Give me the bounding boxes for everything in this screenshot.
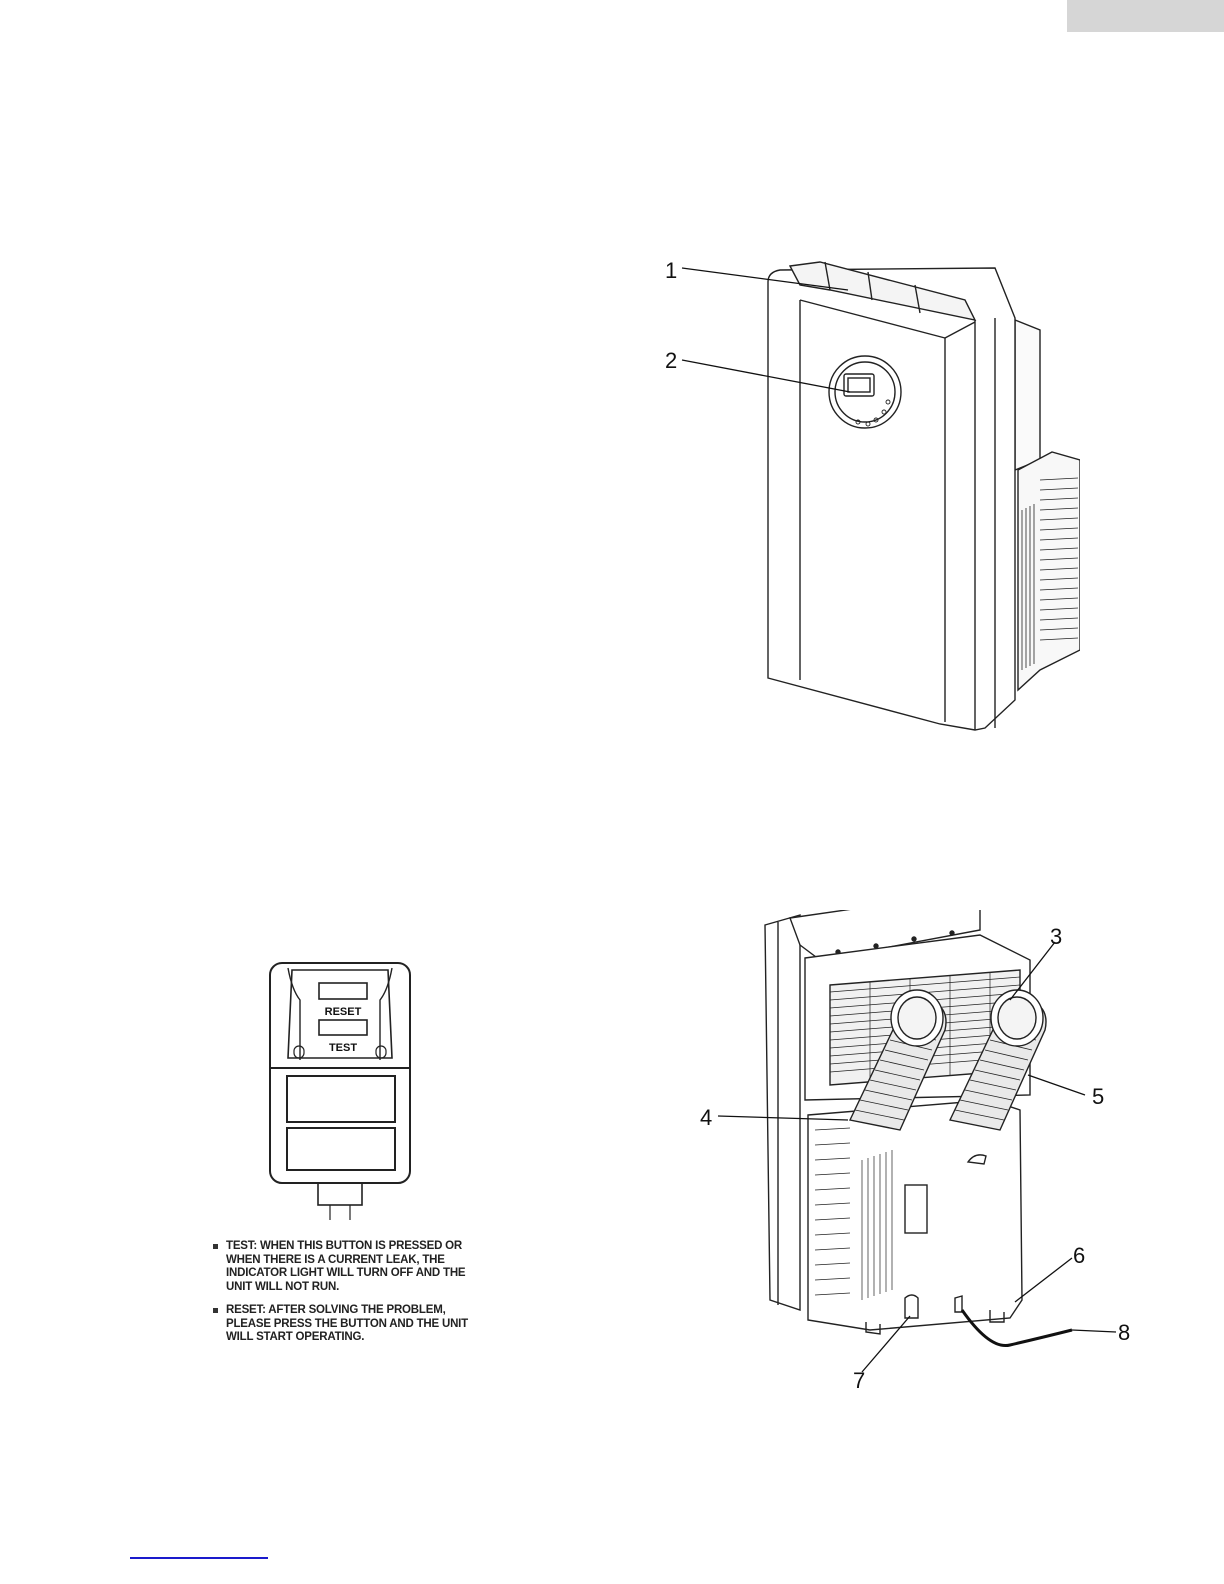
- callout-1: 1: [665, 258, 677, 283]
- bullet: [213, 1244, 218, 1249]
- rear-view-illustration: 3 4 5 6 7 8: [690, 910, 1160, 1400]
- front-view-illustration: 1 2: [640, 240, 1080, 740]
- callout-7: 7: [853, 1368, 865, 1393]
- bullet: [213, 1308, 218, 1313]
- test-note: TEST: WHEN THIS BUTTON IS PRESSED OR WHE…: [213, 1240, 473, 1294]
- test-note-text: TEST: WHEN THIS BUTTON IS PRESSED OR WHE…: [226, 1240, 465, 1293]
- test-label: TEST: [329, 1042, 357, 1054]
- page-corner-tab: [1067, 0, 1224, 32]
- plug-notes: TEST: WHEN THIS BUTTON IS PRESSED OR WHE…: [213, 1240, 473, 1355]
- reset-note-text: RESET: AFTER SOLVING THE PROBLEM, PLEASE…: [226, 1304, 468, 1343]
- callout-6: 6: [1073, 1243, 1085, 1268]
- callout-8: 8: [1118, 1320, 1130, 1345]
- callout-3: 3: [1050, 924, 1062, 949]
- plug-illustration: RESET TEST: [260, 955, 420, 1225]
- reset-note: RESET: AFTER SOLVING THE PROBLEM, PLEASE…: [213, 1304, 473, 1345]
- reset-label: RESET: [325, 1006, 362, 1018]
- callout-2: 2: [665, 348, 677, 373]
- callout-4: 4: [700, 1105, 712, 1130]
- bottom-rule: [130, 1557, 268, 1559]
- callout-5: 5: [1092, 1084, 1104, 1109]
